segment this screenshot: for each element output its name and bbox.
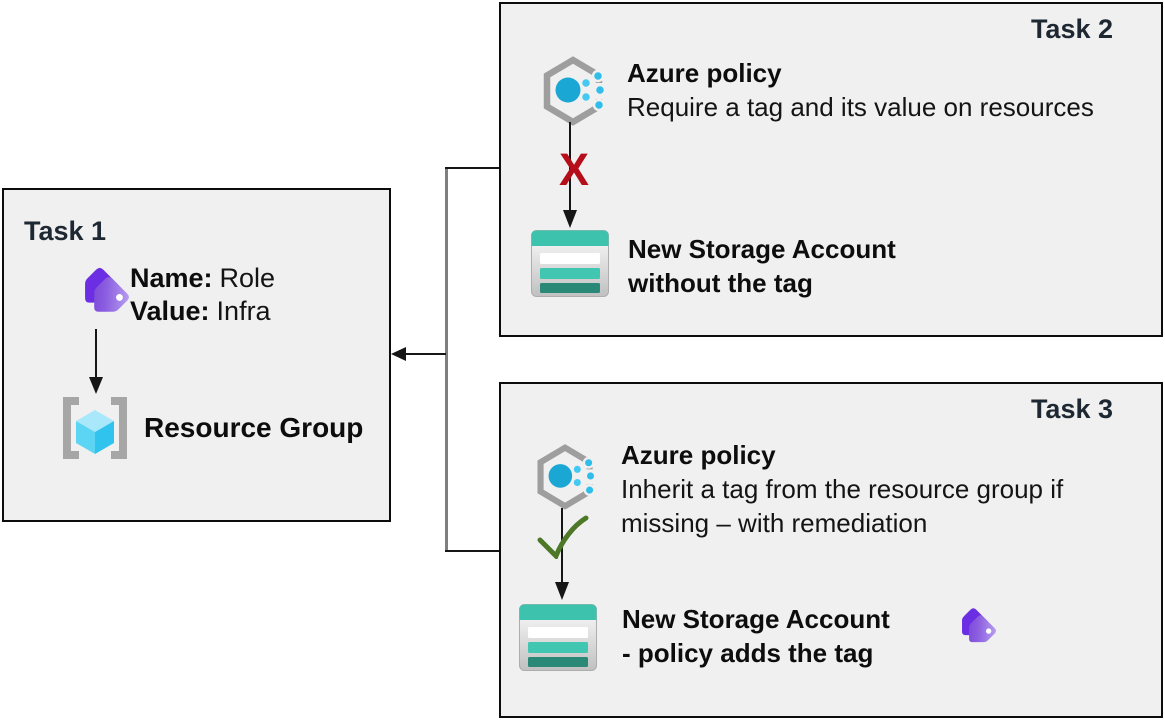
storage-text-block: New Storage Account without the tag	[628, 232, 896, 300]
tag-icon	[85, 267, 129, 312]
check-icon	[537, 515, 589, 559]
task2-title: Task 2	[1030, 14, 1113, 44]
tag-value-line: Value:Infra	[130, 295, 275, 328]
policy-title: Azure policy	[621, 440, 776, 470]
arrow-down-icon	[563, 122, 577, 228]
storage-line1: New Storage Account	[628, 234, 896, 264]
tag-name-label: Name:	[130, 263, 213, 293]
storage-line2: - policy adds the tag	[622, 638, 874, 668]
tag-value-value: Infra	[216, 296, 271, 326]
storage-line2: without the tag	[628, 268, 813, 298]
task3-box: Task 3 Azure policy Inherit a tag from t…	[499, 382, 1163, 718]
resource-group-icon	[63, 397, 127, 459]
policy-text-block: Azure policy Inherit a tag from the reso…	[621, 438, 1063, 540]
task3-title: Task 3	[1030, 394, 1113, 424]
policy-desc: Require a tag and its value on resources	[627, 92, 1094, 122]
task2-box: Task 2 Azure policy Require a tag and it…	[499, 2, 1163, 337]
storage-text-block: New Storage Account - policy adds the ta…	[622, 602, 890, 670]
left-arrowhead-icon	[391, 347, 406, 361]
tag-icon	[962, 608, 996, 643]
storage-account-icon	[531, 230, 609, 297]
x-mark: X	[558, 144, 589, 195]
policy-text-block: Azure policy Require a tag and its value…	[627, 56, 1094, 124]
tag-name-line: Name:Role	[130, 262, 275, 295]
storage-account-icon	[519, 604, 597, 671]
azure-policy-icon	[537, 444, 597, 510]
storage-line1: New Storage Account	[622, 604, 890, 634]
resource-group-label: Resource Group	[144, 412, 364, 443]
policy-title: Azure policy	[627, 58, 782, 88]
azure-policy-icon	[543, 56, 607, 126]
tag-value-label: Value:	[130, 296, 210, 326]
policy-desc-line2: missing – with remediation	[621, 508, 928, 538]
policy-desc-line1: Inherit a tag from the resource group if	[621, 474, 1064, 504]
tag-name-value: Role	[219, 263, 276, 293]
tag-name-value-text: Name:Role Value:Infra	[130, 262, 275, 328]
arrow-down-icon	[89, 329, 103, 394]
task1-box: Task 1 Name:Role Value:Infra	[2, 188, 391, 522]
task1-title: Task 1	[24, 216, 107, 246]
